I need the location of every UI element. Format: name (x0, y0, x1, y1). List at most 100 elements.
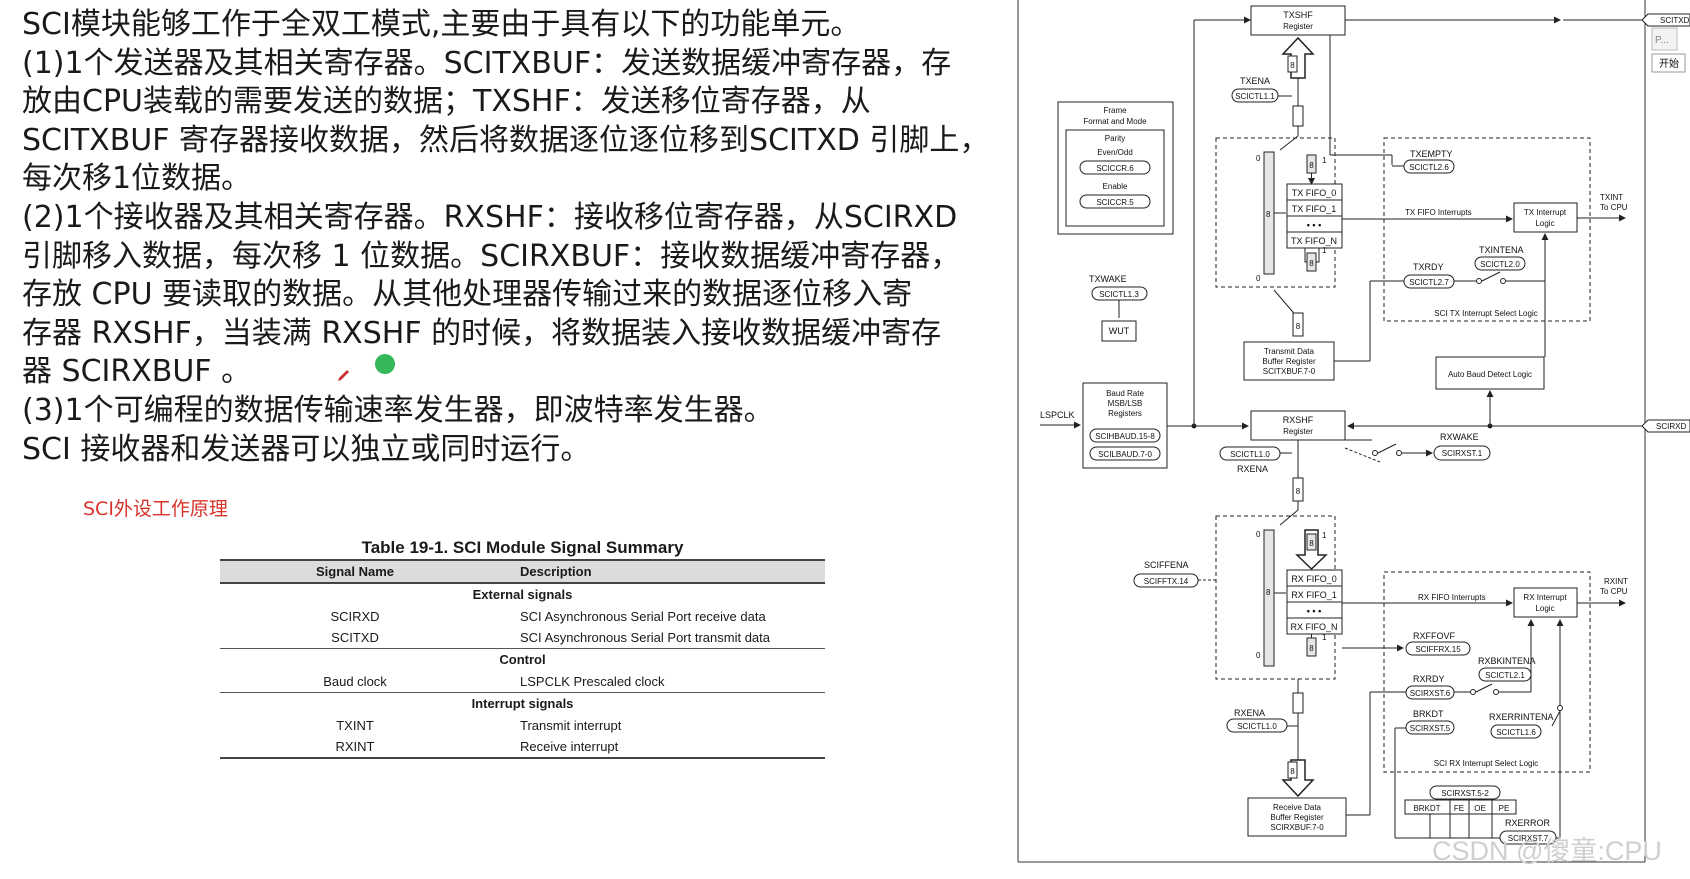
tx-interrupt-logic (1513, 202, 1578, 233)
fe-bit: FE (1454, 804, 1464, 813)
section-subheading: SCI外设工作原理 (83, 498, 228, 520)
rx-select-logic-label: SCI RX Interrupt Select Logic (1434, 759, 1539, 768)
lspclk-label: LSPCLK (1040, 410, 1075, 420)
scirxst5-field: SCIRXST.5 (1410, 724, 1451, 733)
rxffovf-label: RXFFOVF (1413, 631, 1456, 641)
table-section-label: External signals (472, 587, 573, 603)
scifftx14-field: SCIFFTX.14 (1144, 577, 1189, 586)
bus-width-label: 8 (1296, 322, 1301, 331)
even-odd-label: Even/Odd (1097, 148, 1133, 157)
txshf-sublabel: Register (1283, 22, 1313, 31)
signal-summary-table: Signal Name Description External signals… (220, 559, 825, 760)
bit-label: 0 (1256, 651, 1261, 660)
scilbaud-field: SCILBAUD.7-0 (1098, 450, 1152, 459)
rxwake-label: RXWAKE (1440, 432, 1479, 442)
rxshf-label: RXSHF (1283, 415, 1314, 425)
signal-name: SCITXD (331, 629, 379, 645)
rx-interrupt-logic-label: RX Interrupt (1523, 593, 1567, 602)
pen-cursor-icon (338, 370, 349, 381)
laser-pointer-dot (375, 354, 395, 374)
rxbuf-register-name: SCIRXBUF.7-0 (1270, 823, 1324, 832)
table-row: SCIRXD SCI Asynchronous Serial Port recei… (220, 605, 825, 626)
tx-interrupt-logic-sublabel: Logic (1535, 219, 1554, 228)
rxerror-label: RXERROR (1505, 818, 1551, 828)
oe-bit: OE (1474, 804, 1486, 813)
description-paragraph: SCI模块能够工作于全双工模式,主要由于具有以下的功能单元。 (1)1个发送器及… (22, 6, 1012, 469)
signal-description: SCI Asynchronous Serial Port receive dat… (520, 608, 766, 624)
scirxd-pin-label: SCIRXD (1656, 422, 1686, 431)
rxshf-register (1250, 410, 1346, 441)
rxerrintena-label: RXERRINTENA (1489, 712, 1554, 722)
signal-name: TXINT (336, 717, 374, 733)
signal-name: SCIRXD (330, 608, 380, 624)
parity-label: Parity (1105, 134, 1125, 143)
table-section-label: Interrupt signals (220, 691, 825, 715)
bit-label: 1 (1322, 246, 1327, 255)
sciccr6-field: SCICCR.6 (1096, 164, 1134, 173)
txbuf-register-name: SCITXBUF.7-0 (1263, 367, 1316, 376)
scirxst6-field: SCIRXST.6 (1410, 689, 1451, 698)
bus-width-label: 8 (1309, 644, 1314, 653)
baud-registers-label: Registers (1108, 409, 1142, 418)
rx-fifo-interrupts-label: RX FIFO Interrupts (1418, 593, 1486, 602)
brkdt-label: BRKDT (1413, 709, 1444, 719)
bus-width-label: 8 (1309, 539, 1314, 548)
rxena2-label: RXENA (1234, 708, 1265, 718)
table-row: TXINT Transmit interrupt (220, 714, 825, 735)
paragraph-line: 引脚移入数据，每次移 1 位数据。SCIRXBUF：接收数据缓冲寄存器， (22, 238, 961, 274)
scitxd-pin-label: SCITXD (1660, 16, 1690, 25)
txint-label: TXINT (1600, 193, 1623, 202)
auto-baud-detect-logic (1435, 356, 1545, 390)
txbuf-label: Transmit Data (1264, 347, 1314, 356)
signal-name: RXINT (220, 735, 490, 760)
bit-label: 8 (1266, 210, 1271, 219)
scictl1-6-field: SCICTL1.6 (1496, 728, 1536, 737)
scictl2-1-field: SCICTL2.1 (1485, 671, 1525, 680)
rxint-label: RXINT (1604, 577, 1628, 586)
wut-block (1101, 320, 1137, 342)
scirxst52-field: SCIRXST.5-2 (1441, 789, 1489, 798)
paragraph-line: SCITXBUF 寄存器接收数据，然后将数据逐位逐位移到SCITXD 引脚上， (22, 122, 990, 158)
tx-interrupt-select-box (1383, 137, 1591, 322)
tx-fifo-0: TX FIFO_0 (1292, 188, 1337, 198)
bus-width-label: 8 (1309, 161, 1314, 170)
rx-fifo-dots: • • • (1307, 606, 1321, 616)
paragraph-line: (1)1个发送器及其相关寄存器。SCITXBUF：发送数据缓冲寄存器，存 (22, 45, 952, 81)
column-header-description: Description (490, 559, 825, 584)
tx-select-logic-label: SCI TX Interrupt Select Logic (1434, 309, 1537, 318)
scictl2-7-field: SCICTL2.7 (1409, 278, 1449, 287)
scictl1-3-field: SCICTL1.3 (1099, 290, 1139, 299)
rx-interrupt-logic (1513, 587, 1578, 618)
rxshf-sublabel: Register (1283, 427, 1313, 436)
transmit-buffer-register (1243, 341, 1335, 381)
auto-baud-label: Auto Baud Detect Logic (1448, 370, 1532, 379)
txbuf-sublabel: Buffer Register (1262, 357, 1316, 366)
paragraph-line: SCI 接收器和发送器可以独立或同时运行。 (22, 431, 591, 467)
paragraph-line: 放由CPU装载的需要发送的数据；TXSHF：发送移位寄存器，从 (22, 84, 871, 120)
bit-label: 8 (1266, 588, 1271, 597)
rxint-tocpu-label: To CPU (1600, 587, 1628, 596)
rx-fifo-n: RX FIFO_N (1290, 622, 1337, 632)
start-button[interactable] (1651, 53, 1686, 73)
tx-fifo-interrupts-label: TX FIFO Interrupts (1405, 208, 1472, 217)
signal-description: Transmit interrupt (520, 717, 622, 733)
scictl1-0b-field: SCICTL1.0 (1237, 722, 1277, 731)
bit-label: 1 (1322, 633, 1327, 642)
scirxst1-field: SCIRXST.1 (1442, 449, 1483, 458)
bit-label: 0 (1256, 530, 1261, 539)
p-button[interactable] (1651, 27, 1678, 51)
rxbuf-label: Receive Data (1273, 803, 1322, 812)
sciccr5-field: SCICCR.5 (1096, 198, 1134, 207)
sciffrx15-field: SCIFFRX.15 (1415, 645, 1461, 654)
error-bits-register (1404, 799, 1517, 815)
frame-mode-label: Format and Mode (1083, 117, 1147, 126)
column-header-signal-name: Signal Name (220, 559, 490, 584)
scictl2-0-field: SCICTL2.0 (1480, 260, 1520, 269)
receive-buffer-register (1247, 797, 1347, 837)
txint-tocpu-label: To CPU (1600, 203, 1628, 212)
bus-width-label: 8 (1296, 487, 1301, 496)
signal-name: Baud clock (323, 673, 387, 689)
enable-label: Enable (1103, 182, 1128, 191)
